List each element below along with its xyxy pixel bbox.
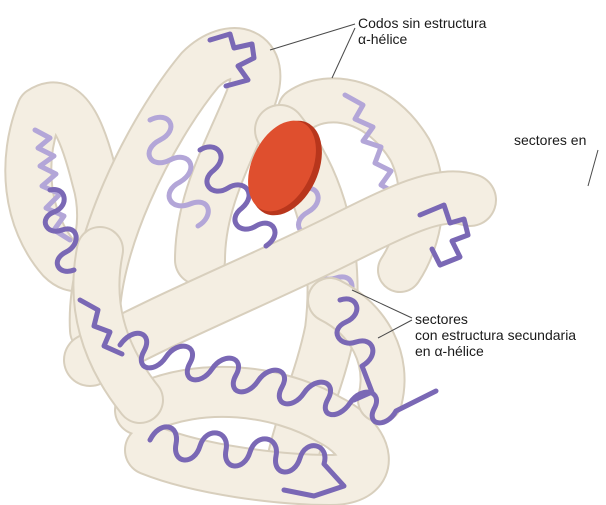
label-elbows-line1: Codos sin estructura (358, 15, 486, 31)
label-segments-line3: en α-hélice (415, 343, 576, 359)
label-right-cut-off: sectores en (514, 132, 586, 148)
leader-line-elbows-right (332, 28, 355, 78)
label-right-line1: sectores en (514, 132, 586, 148)
label-elbows-without-helix: Codos sin estructura α-hélice (358, 15, 486, 47)
label-segments-line1: sectores (415, 311, 576, 327)
label-elbows-line2: α-hélice (358, 31, 486, 47)
leader-line-right-cut (588, 150, 598, 186)
leader-line-elbows-left (270, 24, 355, 50)
label-helix-segments: sectores con estructura secundaria en α-… (415, 311, 576, 359)
label-segments-line2: con estructura secundaria (415, 327, 576, 343)
